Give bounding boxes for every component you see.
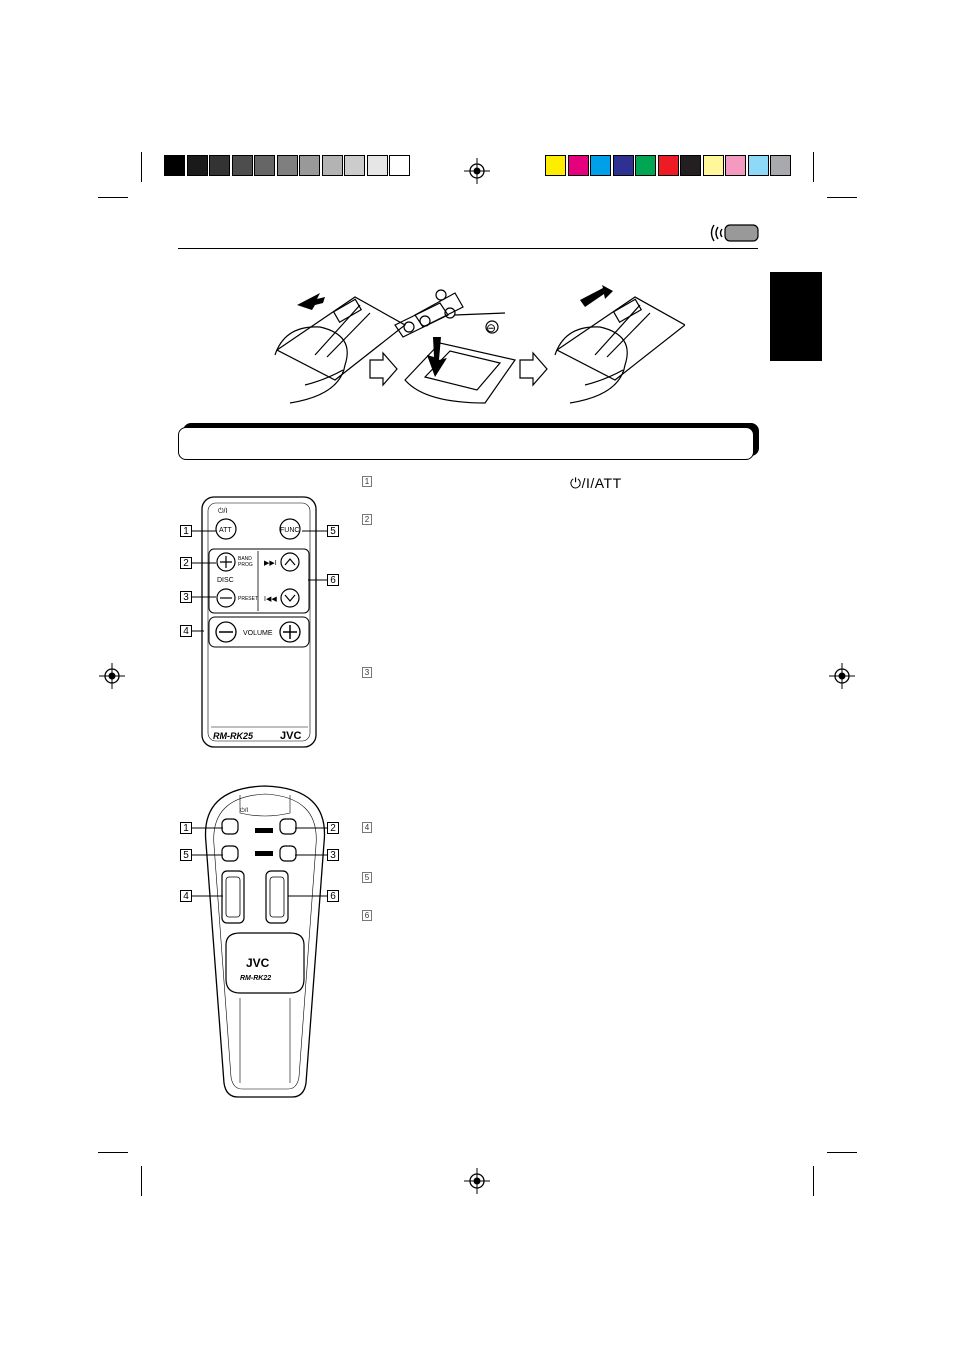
volume-label: VOLUME — [243, 630, 273, 637]
registration-mark-right — [829, 663, 855, 689]
down-button[interactable] — [280, 588, 300, 608]
registration-mark-left — [99, 663, 125, 689]
volume-rocker[interactable] — [221, 870, 245, 924]
arrow-out-icon — [297, 293, 325, 310]
prog-label: PROG — [238, 562, 253, 568]
color-swatch — [702, 155, 724, 176]
gray-swatch — [209, 155, 230, 176]
color-swatch — [545, 155, 566, 176]
remove-cover-step — [274, 296, 407, 404]
button-2[interactable] — [279, 818, 297, 835]
att-button[interactable] — [215, 518, 237, 540]
gray-swatch — [389, 155, 410, 176]
replace-cover-step — [554, 296, 685, 404]
item-number-6: 6 — [362, 910, 372, 921]
polarity-minus: ⊖ — [486, 321, 496, 335]
header-rule — [178, 248, 758, 249]
callout-rk22-4: 4 — [180, 890, 192, 902]
callout-rk22-2: 2 — [327, 822, 339, 834]
gray-swatch — [276, 155, 298, 176]
battery-installation-illustration: ⊖ — [274, 285, 685, 404]
model-label: RM-RK25 — [213, 731, 254, 741]
gray-swatch — [186, 155, 208, 176]
power-symbol: ⏻/I — [240, 807, 248, 814]
item-number-1: 1 — [362, 476, 372, 487]
item-number-2: 2 — [362, 514, 372, 525]
callout-lines-rk25 — [192, 530, 327, 632]
track-rocker[interactable] — [265, 870, 289, 924]
color-swatch — [680, 155, 701, 176]
color-swatch — [567, 155, 589, 176]
item-number-5: 5 — [362, 872, 372, 883]
gray-swatch — [321, 155, 343, 176]
section-heading-bar — [178, 427, 754, 460]
step-arrow-icon-2 — [519, 351, 548, 387]
color-swatch — [725, 155, 746, 176]
color-swatch — [770, 155, 791, 176]
callout-2: 2 — [180, 557, 192, 569]
callout-4: 4 — [180, 625, 192, 637]
language-side-tab — [770, 272, 822, 361]
callout-lines-rk22 — [192, 827, 327, 897]
remote-rm-rk25: ⏻/I ATT FUNC BAND PROG DISC PRESET ▶▶I I… — [201, 496, 317, 748]
next-track-icon: ▶▶I — [264, 560, 277, 567]
color-swatch — [747, 155, 769, 176]
mode-button[interactable] — [221, 845, 239, 862]
registration-mark-bottom — [464, 1168, 490, 1194]
color-swatch — [612, 155, 634, 176]
gray-swatch — [366, 155, 388, 176]
gray-swatch — [344, 155, 365, 176]
att-reference: ⏻/I/ATT — [570, 475, 622, 491]
callout-rk22-6: 6 — [327, 890, 339, 902]
power-symbol: ⏻/I — [218, 507, 227, 515]
color-swatch — [635, 155, 656, 176]
arrow-down-icon — [427, 337, 447, 377]
brand-logo: JVC — [246, 956, 270, 970]
model-label: RM-RK22 — [240, 975, 271, 982]
callout-3: 3 — [180, 591, 192, 603]
registration-mark-top — [464, 158, 490, 184]
battery-compartment — [394, 289, 517, 404]
prev-track-icon: I◀◀ — [264, 596, 277, 603]
callout-rk22-3: 3 — [327, 849, 339, 861]
func-button[interactable] — [279, 518, 301, 540]
button-3[interactable] — [279, 845, 297, 862]
gray-swatch — [231, 155, 253, 176]
step-arrow-icon — [369, 351, 398, 387]
up-button[interactable] — [280, 552, 300, 572]
arrow-in-icon — [580, 285, 613, 307]
band-label: BAND — [238, 556, 252, 562]
callout-rk22-5: 5 — [180, 849, 192, 861]
remote-rm-rk22: ⏻/I JVC RM-RK22 — [204, 785, 326, 1098]
att-label: ATT — [219, 527, 232, 534]
gray-swatch — [164, 155, 185, 176]
callout-1: 1 — [180, 525, 192, 537]
preset-label: PRESET — [238, 596, 258, 602]
item-number-4: 4 — [362, 822, 372, 833]
gray-swatch — [299, 155, 320, 176]
remote-signal-icon — [710, 224, 759, 242]
item-number-3: 3 — [362, 667, 372, 678]
func-label: FUNC — [280, 527, 299, 534]
callout-5: 5 — [327, 525, 339, 537]
color-swatch — [590, 155, 611, 176]
callout-6: 6 — [327, 574, 339, 586]
brand-logo: JVC — [280, 730, 301, 742]
callout-rk22-1: 1 — [180, 822, 192, 834]
power-button[interactable] — [221, 818, 239, 835]
disc-label: DISC — [217, 577, 234, 584]
gray-swatch — [254, 155, 275, 176]
color-swatch — [657, 155, 679, 176]
